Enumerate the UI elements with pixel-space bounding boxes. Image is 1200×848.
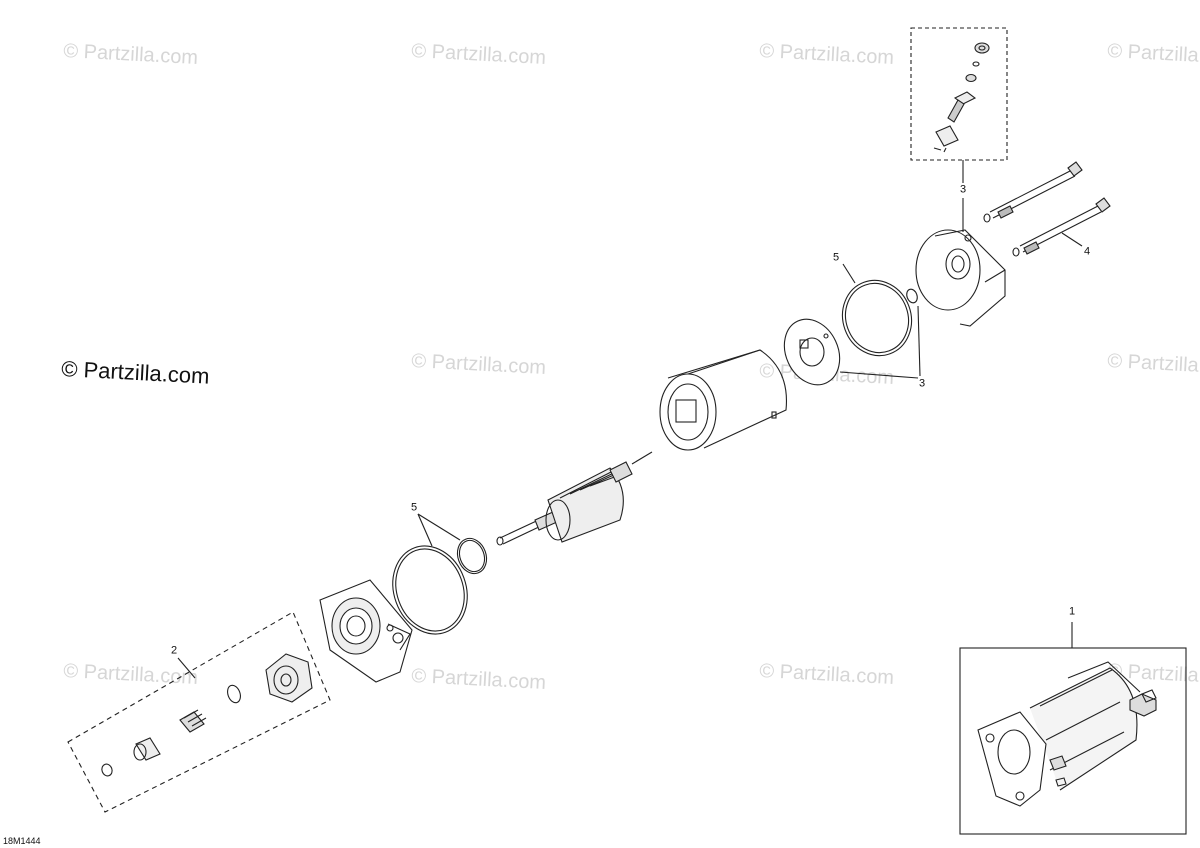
front-housing: [319, 579, 413, 683]
callout-through-bolts[interactable]: 4: [1083, 245, 1091, 258]
brush-kit-parts: [933, 42, 990, 153]
starter-assembly-box: [959, 647, 1187, 835]
callout-brush-kit[interactable]: 3: [959, 183, 967, 196]
yoke-housing: [659, 349, 788, 451]
leader-line: [1061, 232, 1083, 247]
rear-o-ring: [841, 279, 913, 357]
callout-plate-kit[interactable]: 3: [918, 377, 926, 390]
leader-line: [842, 263, 856, 284]
small-o-ring: [456, 537, 488, 575]
leader-line: [917, 305, 921, 377]
armature: [496, 451, 653, 546]
leader-line: [839, 371, 919, 379]
starter-assembly: [977, 661, 1157, 807]
washer: [906, 288, 918, 304]
brush-kit-box: [910, 27, 1008, 161]
callout-front-o-ring[interactable]: 5: [410, 501, 418, 514]
drive-kit-parts: [101, 653, 313, 777]
diagram-id-label: 18M1444: [3, 836, 41, 846]
callout-rear-o-ring[interactable]: 5: [832, 251, 840, 264]
leader-line: [417, 513, 461, 541]
leader-line: [177, 657, 196, 679]
leader-line: [417, 513, 433, 547]
callout-starter-assembly[interactable]: 1: [1068, 605, 1076, 618]
rear-cover: [915, 229, 1006, 327]
through-bolts: [983, 161, 1111, 257]
callout-drive-kit[interactable]: 2: [170, 644, 178, 657]
drive-kit-box: [67, 611, 331, 813]
front-o-ring: [392, 545, 468, 635]
brush-plate: [783, 318, 841, 386]
